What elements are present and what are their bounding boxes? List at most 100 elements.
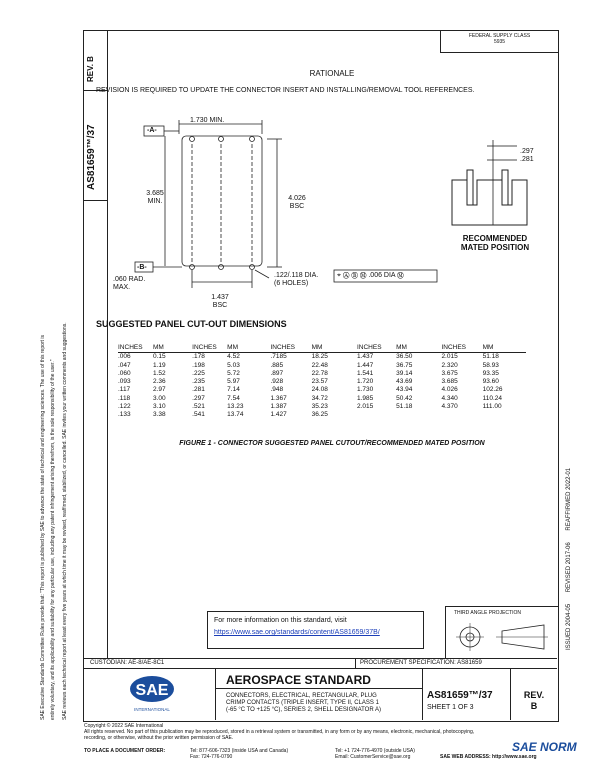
dims-cell: 4.52 [227,353,240,361]
title-doc-number: AS81659™/37 [427,690,493,701]
dims-header-cell: MM [482,344,526,354]
dims-cell: 5.03 [227,361,240,369]
standard-type: AEROSPACE STANDARD [226,673,371,687]
dims-cell: 93.35 [482,369,499,377]
dims-cell: .047 [118,361,131,369]
doc-number-side: AS81659™/37 [86,124,97,190]
dims-header-cell: INCHES [441,344,483,354]
standard-link[interactable]: https://www.sae.org/standards/content/AS… [214,629,380,636]
dims-cell: 3.10 [153,403,166,411]
dims-cell: .178 [192,353,205,361]
rad-note: .060 RAD. MAX. [113,276,146,291]
mated-position-label: RECOMMENDED MATED POSITION [460,234,530,252]
dims-cell: .541 [192,411,205,419]
dims-cell: 18.25 [311,353,328,361]
dims-cell: .118 [118,394,131,402]
dims-header-cell: INCHES [192,344,228,354]
dims-cell: 13.23 [227,403,244,411]
dims-cell: 43.94 [396,386,413,394]
footer-phone-us: Tel: 877-606-7323 (inside USA and Canada… [190,748,289,760]
dims-cell [483,411,526,419]
dims-cell: 43.69 [396,378,413,386]
dims-cell: 111.00 [482,403,502,411]
dims-cell: 22.78 [311,369,328,377]
dims-cell: 7.14 [227,386,240,394]
history-text: ISSUED 2004-05 REVISED 2017-06 REAFFIRME… [566,467,572,650]
side-legal-text-3: SAE reviews each technical report at lea… [62,322,68,720]
dims-cell: .885 [270,361,284,369]
dims-cell: .7185 [270,353,287,361]
dims-header-cell: MM [311,344,357,354]
description: CONNECTORS, ELECTRICAL, RECTANGULAR, PLU… [226,693,382,713]
dims-cell: 93.60 [482,378,499,386]
procurement-label: PROCUREMENT SPECIFICATION: AS81659 [360,660,482,666]
side-legal-text-1: SAE Executive Standards Committee Rules … [40,335,46,720]
dims-header-cell: MM [227,344,271,354]
dims-header-cell: INCHES [270,344,312,354]
dims-cell: 1.19 [153,361,166,369]
dims-cell: .897 [270,369,284,377]
dims-cell: 1.720 [356,378,374,386]
custodian-label: CUSTODIAN: AE-8/AE-8C1 [90,660,165,666]
dims-cell: 4.370 [441,403,458,411]
rev-label-side: REV. B [86,56,95,82]
dims-cell: 51.18 [396,403,413,411]
dims-cell: 1.367 [270,394,287,402]
dims-cell: 23.57 [311,378,328,386]
dims-cell: 5.97 [227,378,240,386]
dims-cell: 2.320 [441,361,458,369]
side-legal-text-2: entirely voluntary, and its applicabilit… [50,359,56,720]
dims-cell [396,411,441,419]
dims-cell: 0.15 [153,353,166,361]
projection-symbol-icon [456,623,548,651]
datum-b-label: -B- [137,264,147,271]
rationale-text: REVISION IS REQUIRED TO UPDATE THE CONNE… [96,87,475,94]
dims-cell: 2.36 [153,378,166,386]
dims-cell: 1.730 [356,386,374,394]
dims-header-cell: MM [153,344,193,354]
dims-cell: 1.387 [270,403,287,411]
dims-cell: 3.38 [153,411,166,419]
svg-text:INTERNATIONAL: INTERNATIONAL [134,707,170,712]
dims-cell: .117 [118,386,131,394]
dim-height-bsc: 4.026 BSC [288,195,306,210]
dims-cell: .521 [192,403,205,411]
rationale-title: RATIONALE [309,69,355,78]
sae-logo-icon: SAE INTERNATIONAL [130,676,174,712]
dim-height-min: 3.685 MIN. [146,190,164,205]
figure-caption: FIGURE 1 - CONNECTOR SUGGESTED PANEL CUT… [179,440,485,447]
dims-cell [357,411,396,419]
watermark-logo: SAE NORM [512,740,577,754]
dims-cell: 7.54 [227,394,240,402]
dims-cell: 2.97 [153,386,166,394]
dims-header-cell: INCHES [118,344,154,354]
dims-cell: 58.93 [482,361,499,369]
dims-cell: .198 [192,361,205,369]
mated-dims: .297 .281 [520,148,534,163]
dims-cell: 35.23 [311,403,328,411]
datum-a-label: -A- [147,127,157,134]
dims-cell: 1.437 [356,353,374,361]
hole-note: .122/.118 DIA. (6 HOLES) [274,272,319,287]
dims-header-cell: MM [396,344,442,354]
dims-cell: .297 [192,394,205,402]
projection-box: THIRD ANGLE PROJECTION [445,606,558,659]
dims-cell: 4.340 [441,394,458,402]
footer-copyright: Copyright © 2022 SAE International All r… [84,723,475,741]
tolerance-frame: ⌖ Ⓐ Ⓑ Ⓜ .006 DIA Ⓜ [337,272,404,279]
panel-cutout-drawing [134,120,528,288]
dims-cell: 3.675 [441,369,458,377]
footer-phone-intl: Tel: +1 724-776-4970 (outside USA) Email… [335,748,415,760]
dims-header-cell: INCHES [356,344,397,354]
dims-cell: .122 [118,403,131,411]
order-label: TO PLACE A DOCUMENT ORDER: [84,748,166,754]
dims-cell: 51.18 [482,353,499,361]
dims-cell: .235 [192,378,205,386]
dims-cell: 1.447 [356,361,374,369]
dims-cell: .281 [192,386,205,394]
